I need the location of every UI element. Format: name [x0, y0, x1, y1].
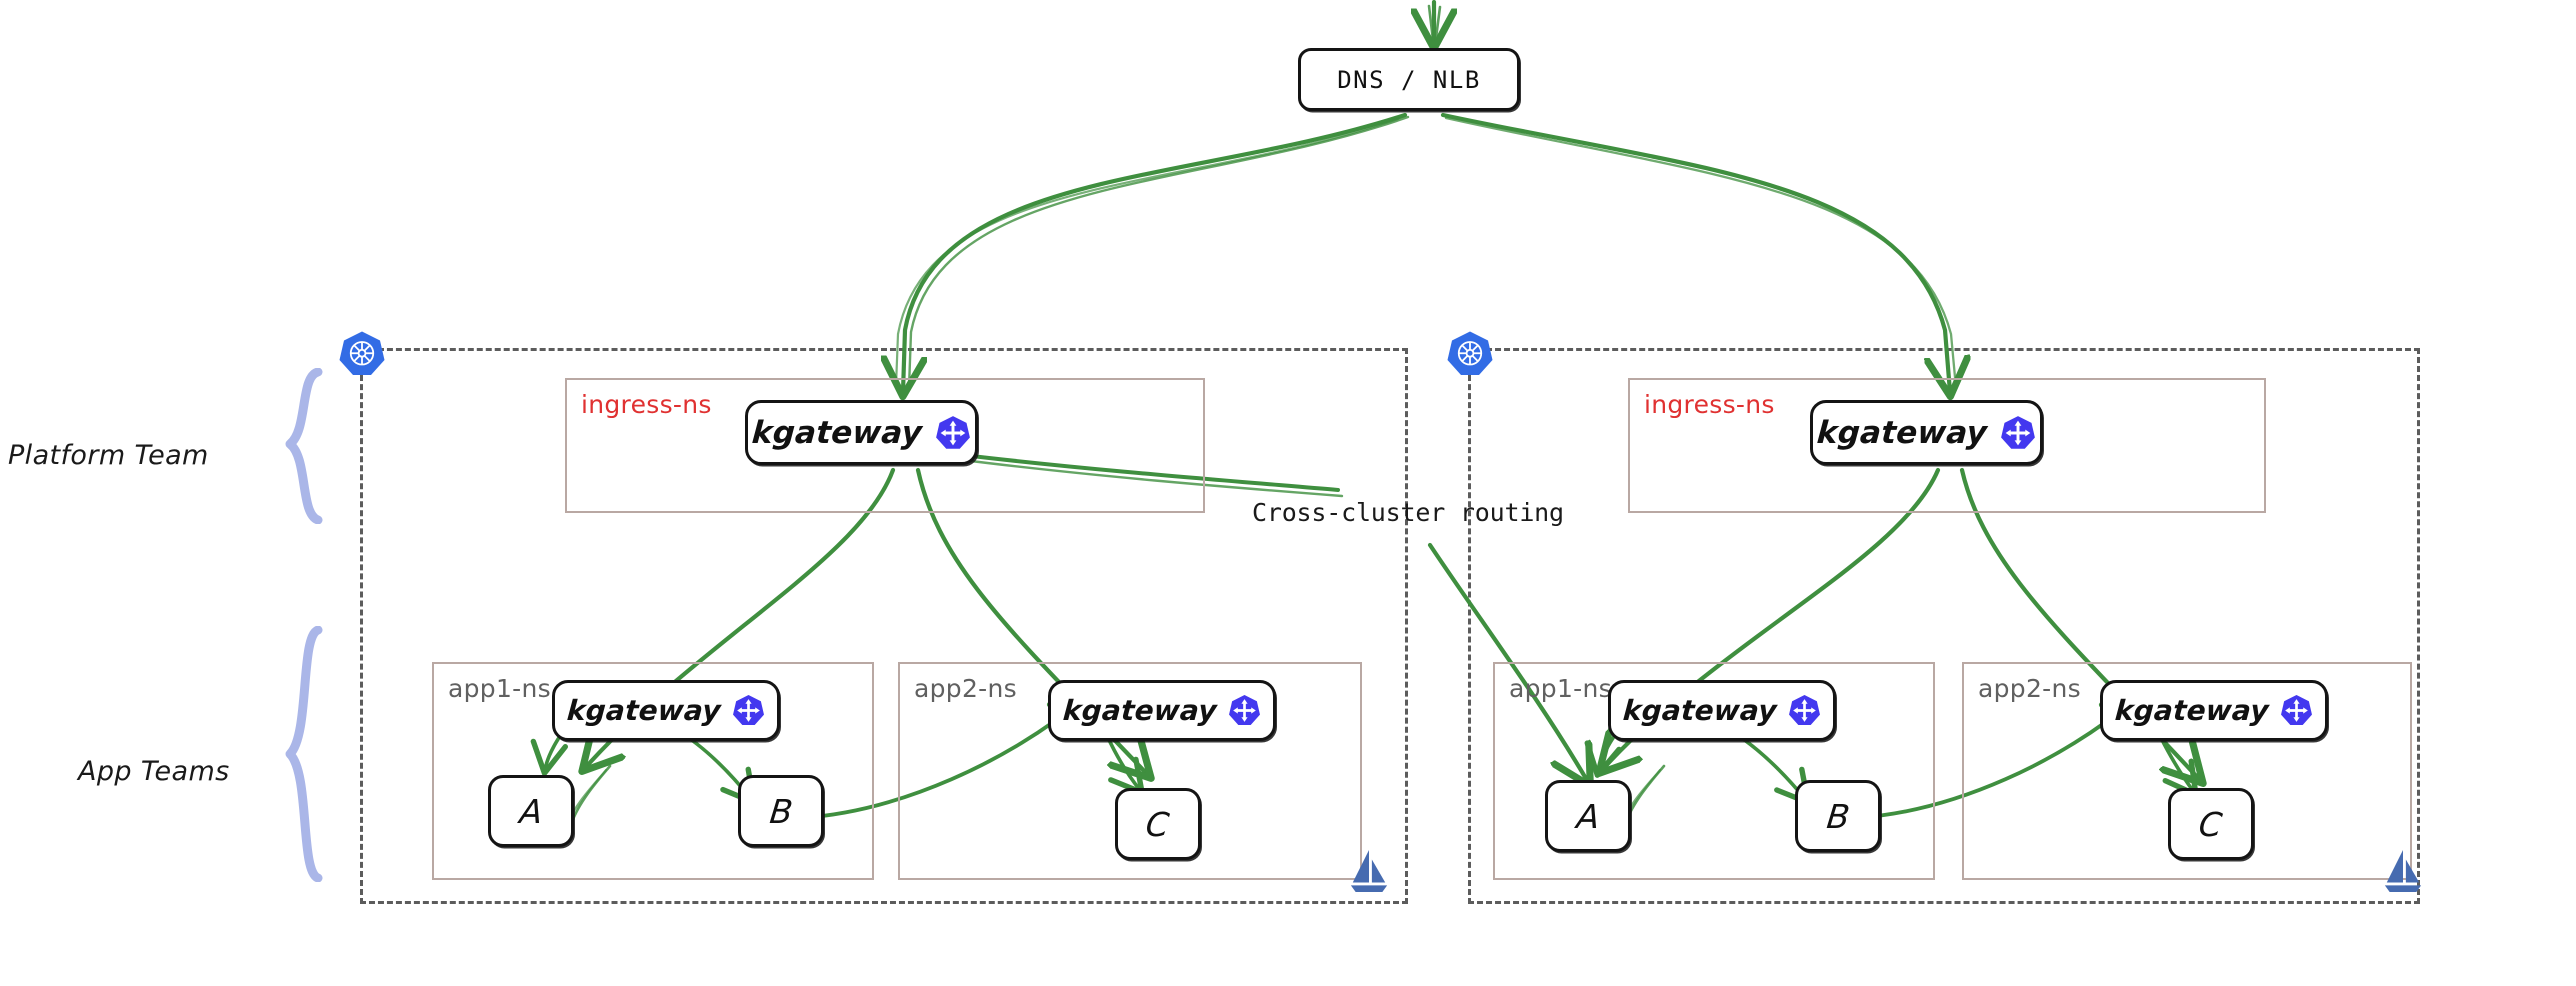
kubernetes-icon — [339, 331, 385, 375]
gateway-label: kgateway — [565, 694, 722, 727]
gateway-label: kgateway — [1815, 414, 1988, 451]
gateway-left-app1[interactable]: kgateway — [552, 680, 780, 741]
gateway-left-ingress[interactable]: kgateway — [745, 400, 978, 465]
gateway-right-ingress[interactable]: kgateway — [1810, 400, 2043, 465]
kgateway-icon — [1789, 695, 1821, 725]
service-left-app1-b[interactable]: B — [738, 775, 824, 847]
gateway-right-app2[interactable]: kgateway — [2100, 680, 2328, 741]
service-left-app2-c[interactable]: C — [1115, 788, 1201, 860]
gateway-label: kgateway — [750, 414, 923, 451]
service-label: B — [1824, 796, 1852, 836]
app-teams-brace — [285, 626, 323, 882]
namespace-label: ingress-ns — [581, 390, 712, 419]
service-right-app1-b[interactable]: B — [1795, 780, 1881, 852]
gateway-label: kgateway — [1621, 694, 1778, 727]
service-label: B — [767, 791, 795, 831]
service-label: C — [2197, 804, 2225, 844]
kubernetes-icon — [1447, 331, 1493, 375]
gateway-left-app2[interactable]: kgateway — [1048, 680, 1276, 741]
service-label: C — [1144, 804, 1172, 844]
kgateway-icon — [733, 695, 765, 725]
service-right-app1-a[interactable]: A — [1545, 780, 1631, 852]
app-teams-label: App Teams — [78, 756, 230, 787]
kgateway-icon — [1229, 695, 1261, 725]
kgateway-icon — [936, 415, 971, 449]
gateway-label: kgateway — [1061, 694, 1218, 727]
kgateway-icon — [2281, 695, 2313, 725]
cross-cluster-routing-label: Cross-cluster routing — [1252, 498, 1564, 527]
platform-team-label: Platform Team — [8, 440, 209, 471]
service-left-app1-a[interactable]: A — [488, 775, 574, 847]
cluster-left-boundary — [360, 348, 1408, 904]
service-label: A — [1574, 796, 1602, 836]
service-right-app2-c[interactable]: C — [2168, 788, 2254, 860]
dns-nlb-label: DNS / NLB — [1337, 65, 1481, 94]
istio-icon — [1350, 850, 1388, 892]
platform-team-brace — [285, 368, 323, 524]
namespace-label: ingress-ns — [1644, 390, 1775, 419]
namespace-label: app1-ns — [448, 674, 551, 703]
dns-nlb-node[interactable]: DNS / NLB — [1298, 48, 1520, 111]
namespace-label: app1-ns — [1509, 674, 1612, 703]
namespace-label: app2-ns — [1978, 674, 2081, 703]
gateway-right-app1[interactable]: kgateway — [1608, 680, 1836, 741]
service-label: A — [517, 791, 545, 831]
gateway-label: kgateway — [2113, 694, 2270, 727]
namespace-label: app2-ns — [914, 674, 1017, 703]
kgateway-icon — [2001, 415, 2036, 449]
istio-icon — [2384, 850, 2422, 892]
